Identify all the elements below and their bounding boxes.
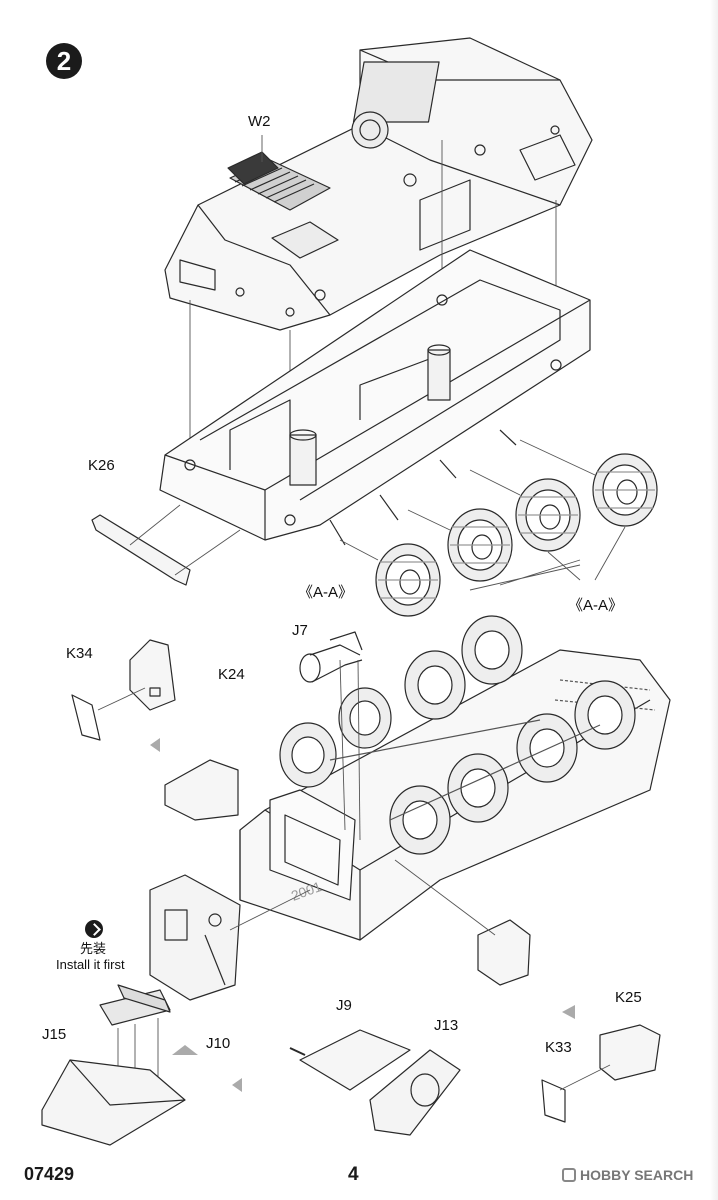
label-cn-install-first: 先装: [80, 941, 107, 956]
watermark-text: HOBBY SEARCH: [580, 1167, 694, 1183]
label-install-first: Install it first: [56, 957, 125, 972]
label-j10: J10: [206, 1035, 231, 1052]
label-aa-left: 《A-A》: [298, 584, 354, 601]
step-number-badge: 2: [46, 43, 82, 79]
kit-code: 07429: [24, 1164, 75, 1184]
vehicle-wheels: [279, 615, 636, 855]
wheel-3: [515, 478, 581, 552]
vehicle-assembly: 2001: [239, 615, 671, 941]
label-aa-right: 《A-A》: [568, 597, 624, 614]
direction-arrows: [150, 738, 575, 1092]
right-side-panel: [394, 859, 531, 986]
label-k34: K34: [66, 645, 93, 662]
upper-hull: [164, 37, 593, 331]
rear-door-assembly: [149, 874, 311, 1001]
label-k33: K33: [545, 1039, 572, 1056]
hobby-search-logo-icon: [562, 1168, 576, 1182]
wheels-upper-group: [339, 439, 658, 617]
label-k26: K26: [88, 457, 115, 474]
page-number: 4: [348, 1164, 359, 1185]
label-j7: J7: [292, 622, 308, 639]
left-side-panel: [164, 759, 239, 821]
k25-part: [599, 1024, 661, 1081]
step-number: 2: [56, 45, 72, 76]
j15-j10-parts: [99, 984, 171, 1085]
label-k24: K24: [218, 666, 245, 683]
k26-plate: [91, 504, 241, 586]
label-k25: K25: [615, 989, 642, 1006]
j7-tow-cables: [299, 631, 363, 841]
page-edge: [710, 0, 718, 1200]
wheel-1: [375, 543, 441, 617]
lower-hull: [159, 249, 591, 546]
w2-vent-part: [227, 151, 331, 211]
label-j9: J9: [336, 997, 352, 1014]
k34-part: [71, 687, 146, 741]
watermark: HOBBY SEARCH: [562, 1167, 693, 1183]
rear-plate: [41, 1059, 186, 1146]
k33-part: [541, 1064, 611, 1123]
k24-part: [129, 639, 176, 711]
label-j15: J15: [42, 1026, 67, 1043]
wheel-2: [447, 508, 513, 582]
label-j13: J13: [434, 1017, 459, 1034]
j9-part: [289, 1029, 411, 1091]
label-w2: W2: [248, 113, 271, 130]
install-first-icon: [85, 920, 103, 938]
wheel-4: [592, 453, 658, 527]
j13-part: [369, 1049, 461, 1136]
